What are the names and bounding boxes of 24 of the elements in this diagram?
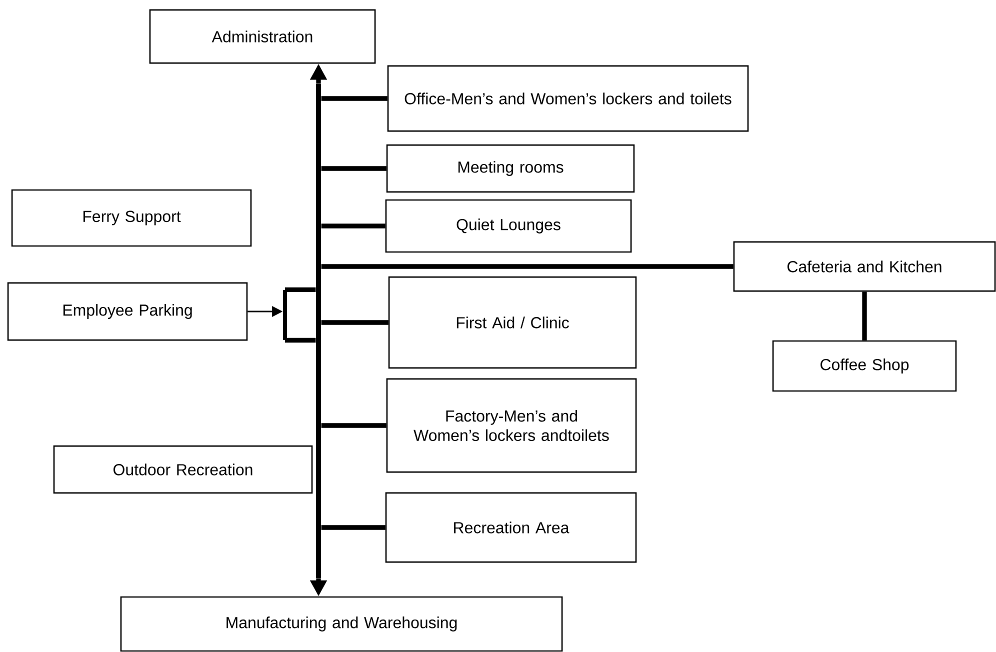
connector-bar (283, 290, 287, 340)
connector-bar (316, 84, 322, 578)
box: Cafeteria and Kitchen (733, 241, 996, 292)
box: First Aid / Clinic (388, 276, 637, 369)
box: Office-Men’s and Women’s lockers and toilets (387, 65, 749, 132)
connector (321, 96, 388, 101)
connector (321, 166, 386, 171)
connector (321, 320, 388, 325)
box: Coffee Shop (772, 340, 957, 392)
box: Quiet Lounges (385, 199, 632, 253)
box: Ferry Support (11, 189, 252, 247)
box: Manufacturing and Warehousing (120, 596, 563, 652)
box: Outdoor Recreation (53, 445, 313, 494)
box: Recreation Area (385, 492, 637, 563)
connector (321, 423, 386, 428)
box: Employee Parking (7, 282, 248, 341)
box: Administration (149, 9, 376, 64)
connector (282, 287, 318, 343)
connector (321, 525, 386, 530)
box: Meeting rooms (386, 144, 635, 193)
connector (862, 292, 867, 340)
box: Factory-Men’s and Women’s lockers andtoilets (386, 378, 637, 473)
connector (321, 224, 386, 228)
connector (321, 264, 734, 269)
